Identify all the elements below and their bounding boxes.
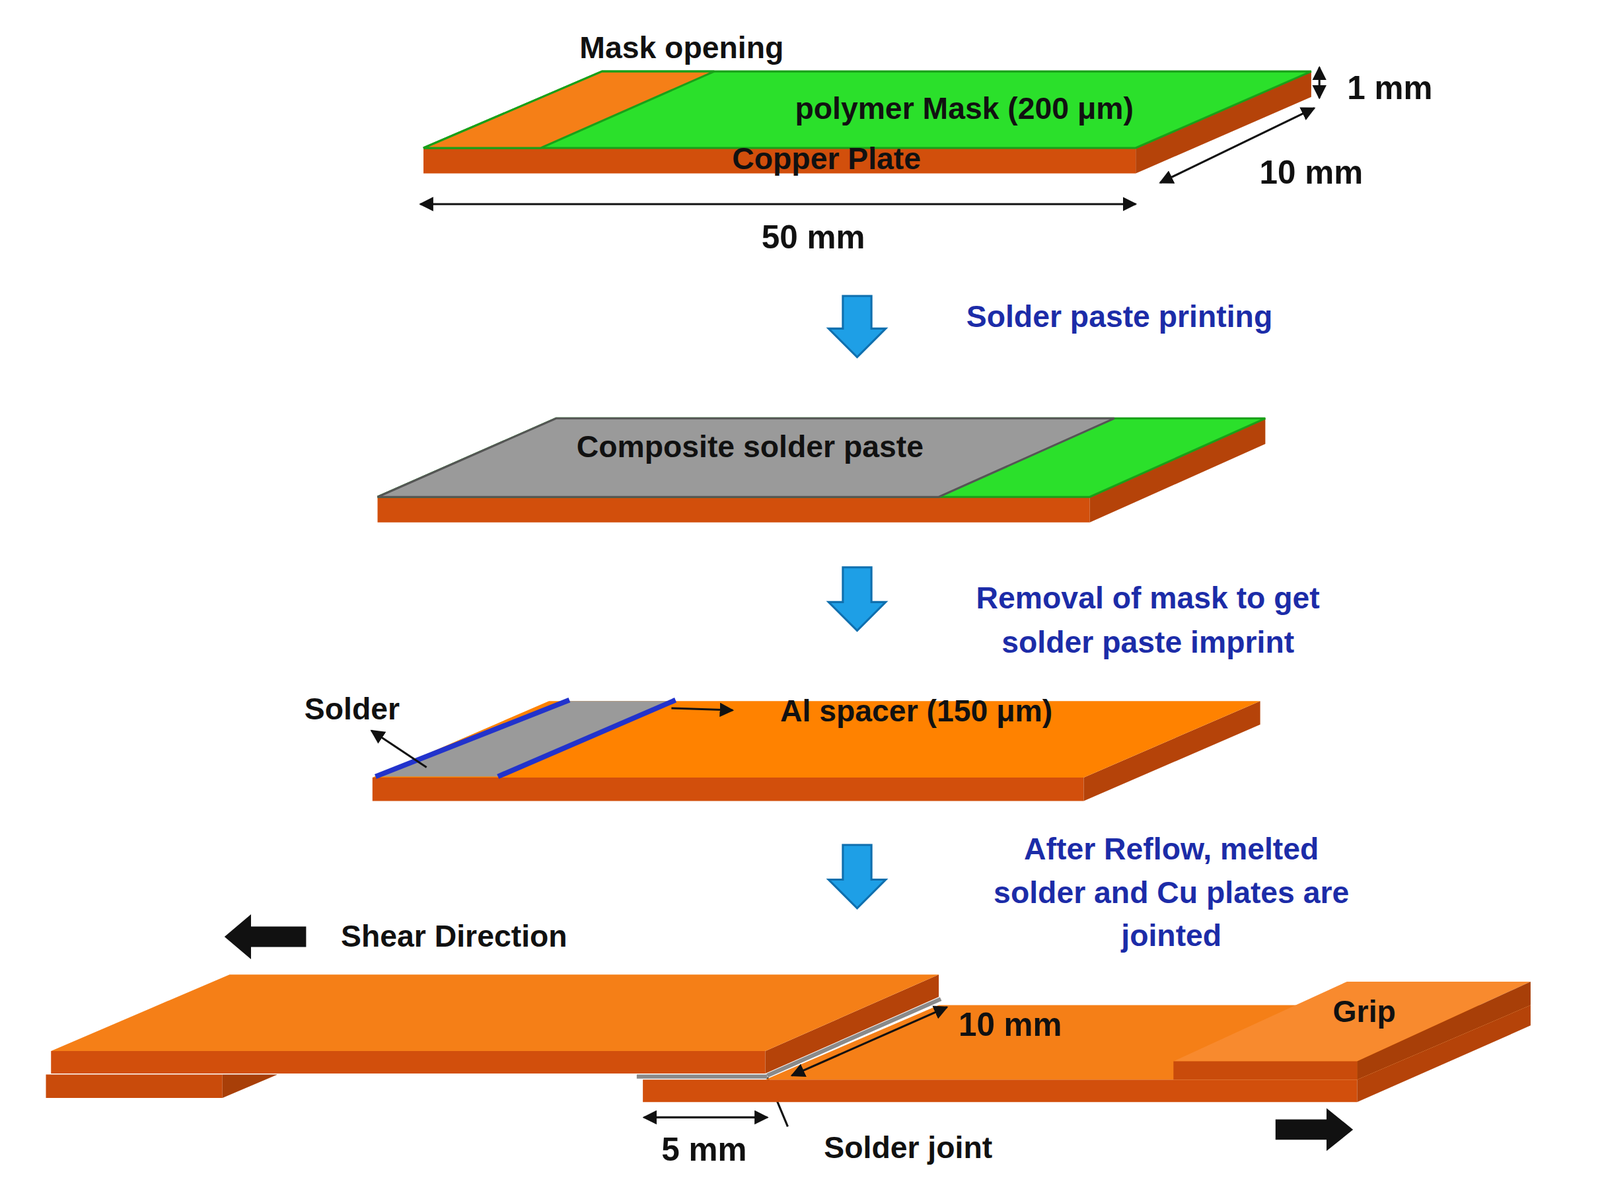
printed-plate bbox=[377, 418, 1266, 523]
step-label: Removal of mask to get solder paste impr… bbox=[969, 576, 1327, 664]
step-label: Solder paste printing bbox=[966, 295, 1273, 339]
part-name: polymer Mask (200 μm) bbox=[794, 87, 1134, 131]
dimension-lines bbox=[644, 1007, 948, 1118]
part-name: Copper Plate bbox=[731, 137, 921, 182]
step-label: After Reflow, melted solder and Cu plate… bbox=[981, 827, 1362, 958]
lap-joint bbox=[46, 974, 1531, 1102]
dimension-label: 1 mm bbox=[1346, 65, 1433, 112]
dimension-label: 5 mm bbox=[661, 1127, 747, 1174]
part-name: Grip bbox=[1333, 990, 1396, 1034]
part-name: Mask opening bbox=[579, 26, 784, 71]
part-name: Al spacer (150 μm) bbox=[780, 689, 1053, 734]
dimension-lines bbox=[420, 67, 1320, 205]
process-arrows bbox=[828, 295, 886, 909]
dimension-label: 10 mm bbox=[1259, 149, 1364, 197]
dimension-label: 50 mm bbox=[761, 214, 866, 261]
part-name: Composite solder paste bbox=[576, 425, 924, 470]
direction-label: Shear Direction bbox=[340, 914, 567, 959]
part-name: Solder joint bbox=[823, 1126, 993, 1170]
part-name: Solder bbox=[304, 687, 400, 732]
dimension-label: 10 mm bbox=[958, 1002, 1063, 1049]
